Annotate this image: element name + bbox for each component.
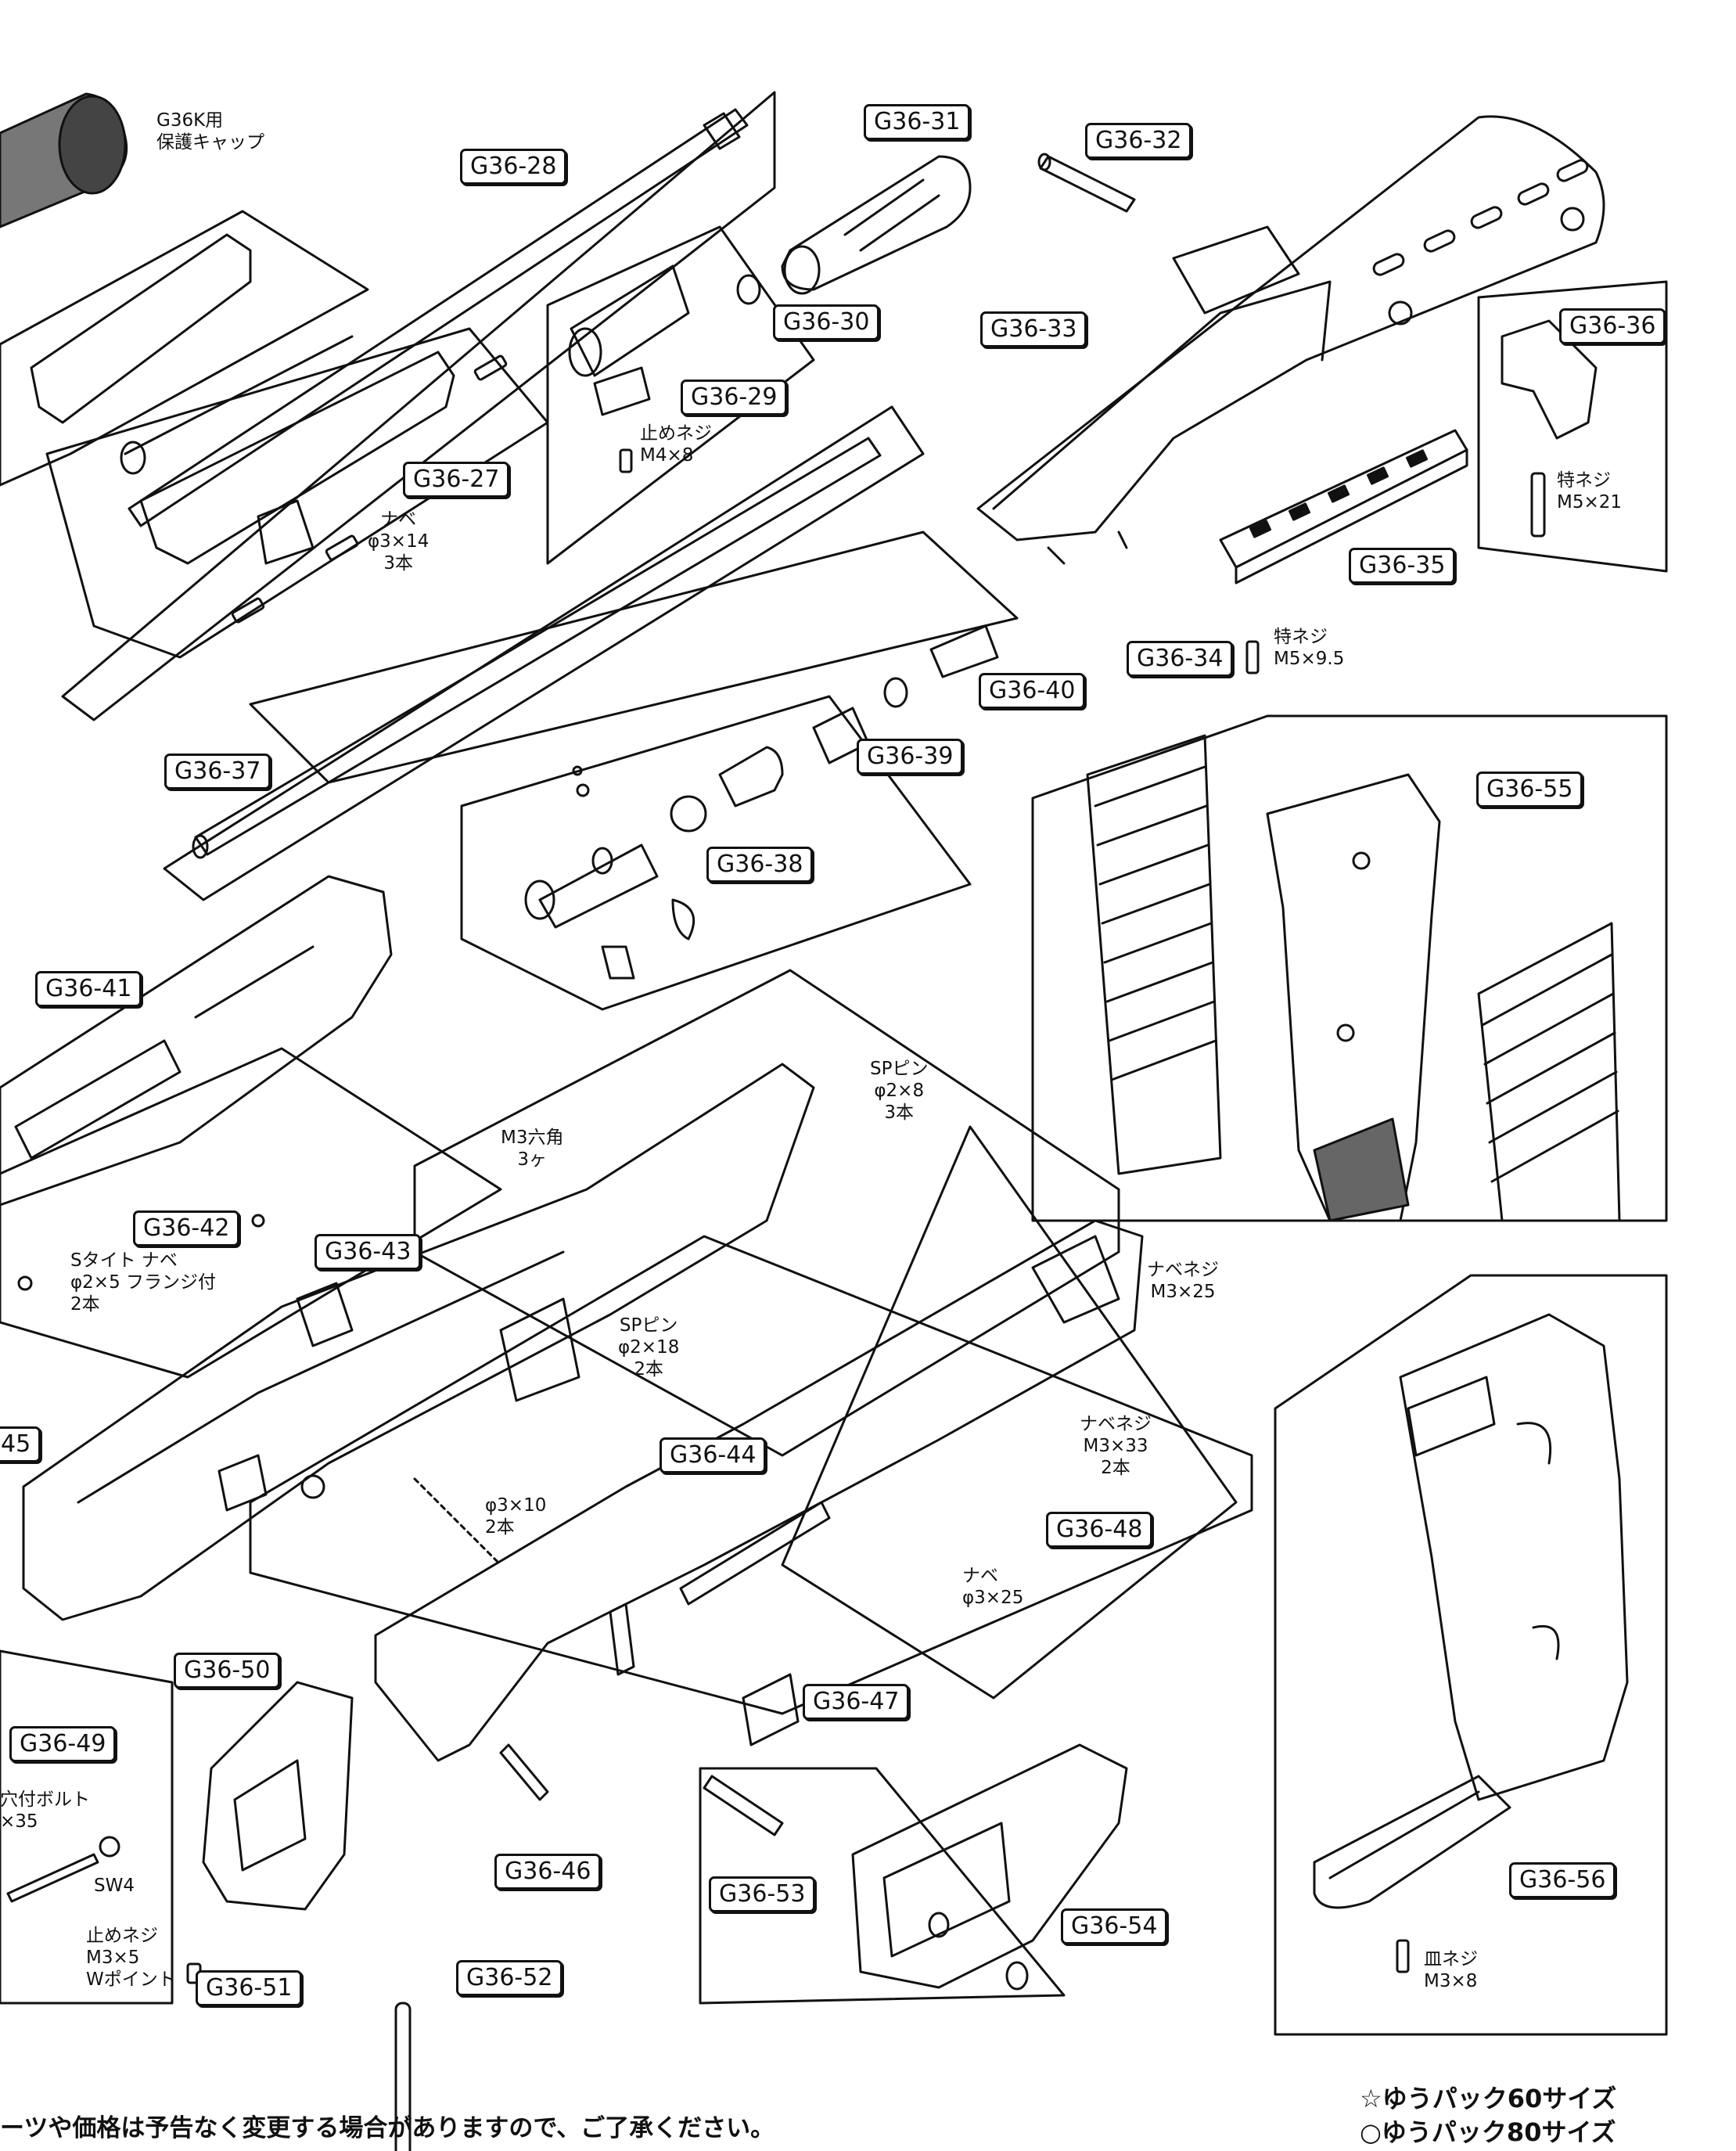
note-s-tight-screw: Sタイト ナベ φ2×5 フランジ付 2本 (70, 1250, 217, 1315)
panel-g36-27 (0, 210, 369, 487)
upper-receiver-part (0, 875, 393, 1207)
footer-disclaimer: ーツや価格は予告なく変更する場合がありますので、ご了承ください。 (0, 2114, 775, 2142)
panel-g36-53 (699, 1767, 1066, 2005)
hop-up-parts (524, 624, 999, 980)
note-sw4: SW4 (94, 1876, 135, 1896)
label-g36-52[interactable]: G36-52 (456, 1960, 563, 1996)
label-g36-33[interactable]: G36-33 (980, 311, 1087, 347)
magazine-body-g36-56 (1399, 1313, 1629, 1801)
label-g36-39[interactable]: G36-39 (857, 739, 964, 775)
magazine-clip-right (1477, 922, 1621, 1222)
panel-g36-29 (546, 225, 815, 565)
note-nabe-m3x25: ナベネジ M3×25 (1147, 1260, 1219, 1302)
inner-barrel-part (192, 437, 882, 859)
panel-g36-49 (0, 1649, 174, 2005)
receiver-body-part (374, 1219, 1144, 1762)
label-g36-53[interactable]: G36-53 (709, 1876, 816, 1912)
outer-barrel-part (128, 108, 749, 527)
label-g36-35[interactable]: G36-35 (1349, 548, 1456, 584)
note-protective-cap: G36K用 保護キャップ (156, 110, 264, 153)
lower-receiver-part (22, 1063, 815, 1621)
label-g36-41[interactable]: G36-41 (35, 971, 142, 1007)
panel-g36-48 (781, 1125, 1238, 1700)
label-g36-34[interactable]: G36-34 (1127, 641, 1234, 677)
panel-g36-37 (163, 405, 925, 901)
panel-g36-56 (1274, 1274, 1668, 2036)
note-screw-g36-36: 特ネジ M5×21 (1557, 470, 1623, 513)
panel-g36-55 (1031, 714, 1668, 1222)
label-g36-51[interactable]: G36-51 (196, 1970, 303, 2006)
note-socket-bolt: 穴付ボルト ×35 (0, 1790, 90, 1832)
note-screw-g36-27: ナベ φ3×14 3本 (368, 509, 430, 574)
label-g36-43[interactable]: G36-43 (314, 1234, 422, 1270)
panel-g36-28 (61, 91, 776, 721)
label-g36-29[interactable]: G36-29 (681, 379, 788, 415)
trigger-housing-part (202, 1681, 354, 1911)
footer-yu-pack-60: ☆ゆうパック60サイズ (1360, 2084, 1617, 2113)
panel-g36-27-inner (45, 327, 549, 659)
label-g36-55[interactable]: G36-55 (1476, 772, 1583, 808)
accessory-rail-part (1219, 429, 1468, 674)
footer-yu-pack-80: ○ゆうパック80サイズ (1360, 2117, 1616, 2147)
handguard-part (976, 115, 1605, 565)
handguard-pin-part (1037, 153, 1136, 213)
label-g36-49[interactable]: G36-49 (9, 1726, 117, 1762)
magazine-clip-left (1086, 734, 1222, 1175)
label-g36-27[interactable]: G36-27 (403, 462, 510, 498)
label-g36-30[interactable]: G36-30 (773, 304, 880, 340)
label-g36-36[interactable]: G36-36 (1559, 308, 1666, 344)
magazine-baseplate (1313, 1775, 1511, 1973)
label-g36-54[interactable]: G36-54 (1061, 1908, 1168, 1944)
protective-cap-part (0, 92, 128, 228)
note-sp-pin-2: SPピン φ2×18 2本 (618, 1315, 680, 1379)
panel-g36-40 (249, 531, 1019, 784)
label-g36-46[interactable]: G36-46 (494, 1854, 602, 1890)
label-g36-28[interactable]: G36-28 (460, 149, 567, 185)
magazine-well-part (851, 1743, 1128, 1991)
panel-g36-38 (460, 695, 972, 1011)
panel-g36-43 (413, 969, 1120, 1457)
label-g36-45[interactable]: 45 (0, 1426, 41, 1462)
note-m3-hex: M3六角 3ヶ (501, 1128, 564, 1170)
flash-hider-part (781, 155, 972, 295)
magazine-body-g36-55 (1266, 773, 1441, 1222)
panel-g36-44 (249, 1235, 1253, 1715)
label-g36-47[interactable]: G36-47 (803, 1684, 910, 1720)
note-nabe-m3x33: ナベネジ M3×33 2本 (1080, 1414, 1152, 1478)
label-g36-31[interactable]: G36-31 (864, 104, 971, 140)
note-flat-screw: 皿ネジ M3×8 (1424, 1949, 1478, 1991)
label-g36-56[interactable]: G36-56 (1509, 1862, 1616, 1898)
fastener-parts (6, 354, 784, 2151)
label-g36-32[interactable]: G36-32 (1085, 123, 1192, 159)
label-g36-44[interactable]: G36-44 (660, 1437, 767, 1473)
barrel-nut-part (568, 264, 761, 473)
hop-chamber-part (30, 233, 455, 565)
panel-g36-36 (1477, 280, 1668, 573)
front-sight-part (1501, 319, 1598, 538)
note-set-screw-g36-51: 止めネジ M3×5 Wポイント (86, 1926, 176, 1990)
note-phi3x10: φ3×10 2本 (485, 1495, 547, 1538)
note-nabe-phi3x25: ナベ φ3×25 (962, 1566, 1024, 1608)
note-sp-pin-1: SPピン φ2×8 3本 (870, 1059, 929, 1123)
label-g36-37[interactable]: G36-37 (164, 754, 271, 790)
note-screw-g36-29: 止めネジ M4×8 (640, 423, 712, 466)
label-g36-50[interactable]: G36-50 (174, 1653, 281, 1689)
mag-catch-g36-47 (742, 1673, 800, 1746)
label-g36-42[interactable]: G36-42 (133, 1210, 240, 1246)
label-g36-48[interactable]: G36-48 (1046, 1512, 1153, 1548)
label-g36-38[interactable]: G36-38 (706, 847, 814, 883)
note-screw-g36-34: 特ネジ M5×9.5 (1274, 627, 1345, 669)
label-g36-40[interactable]: G36-40 (979, 673, 1086, 709)
